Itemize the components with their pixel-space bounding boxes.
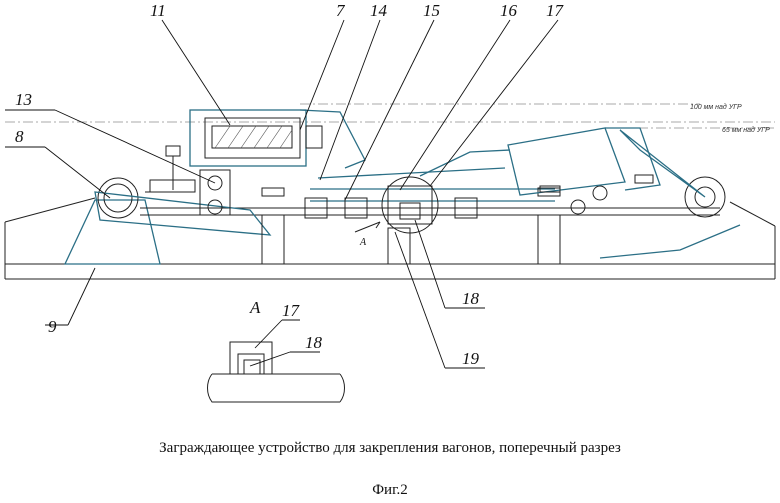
leader-lines — [5, 19, 559, 369]
label-19: 19 — [462, 349, 480, 368]
chock-body — [317, 127, 661, 196]
left-roller — [97, 177, 139, 219]
pillars — [261, 187, 561, 265]
label-7: 7 — [336, 1, 346, 20]
central-node — [381, 176, 439, 234]
level-65-note: 65 мм над УГР — [722, 126, 770, 134]
label-14: 14 — [370, 1, 388, 20]
section-marker: А — [354, 221, 381, 248]
label-18: 18 — [462, 289, 480, 308]
label-9: 9 — [48, 317, 57, 336]
base-slab — [4, 222, 776, 280]
main-beam — [140, 188, 720, 216]
level-lines — [5, 103, 775, 129]
level-100-note: 100 мм над УГР — [690, 103, 742, 111]
right-roller — [619, 129, 726, 218]
label-16: 16 — [500, 1, 518, 20]
detail-label-18: 18 — [305, 333, 323, 352]
figure-caption: Заграждающее устройство для закрепления … — [159, 440, 621, 456]
section-a-small: А — [359, 237, 367, 248]
right-slope — [599, 201, 776, 259]
label-15: 15 — [423, 1, 440, 20]
figure-number: Фиг.2 — [372, 482, 408, 498]
label-13: 13 — [15, 90, 32, 109]
detail-a-title: А — [249, 298, 261, 317]
label-8: 8 — [15, 127, 24, 146]
label-17: 17 — [546, 1, 565, 20]
spring-housing — [189, 109, 366, 169]
detail-a-view: А 17 18 — [207, 298, 345, 403]
hatching — [214, 125, 293, 149]
label-11: 11 — [150, 1, 166, 20]
lever-arm — [94, 145, 272, 236]
left-support — [4, 197, 161, 265]
detail-label-17: 17 — [282, 301, 301, 320]
chain-links — [304, 185, 608, 219]
